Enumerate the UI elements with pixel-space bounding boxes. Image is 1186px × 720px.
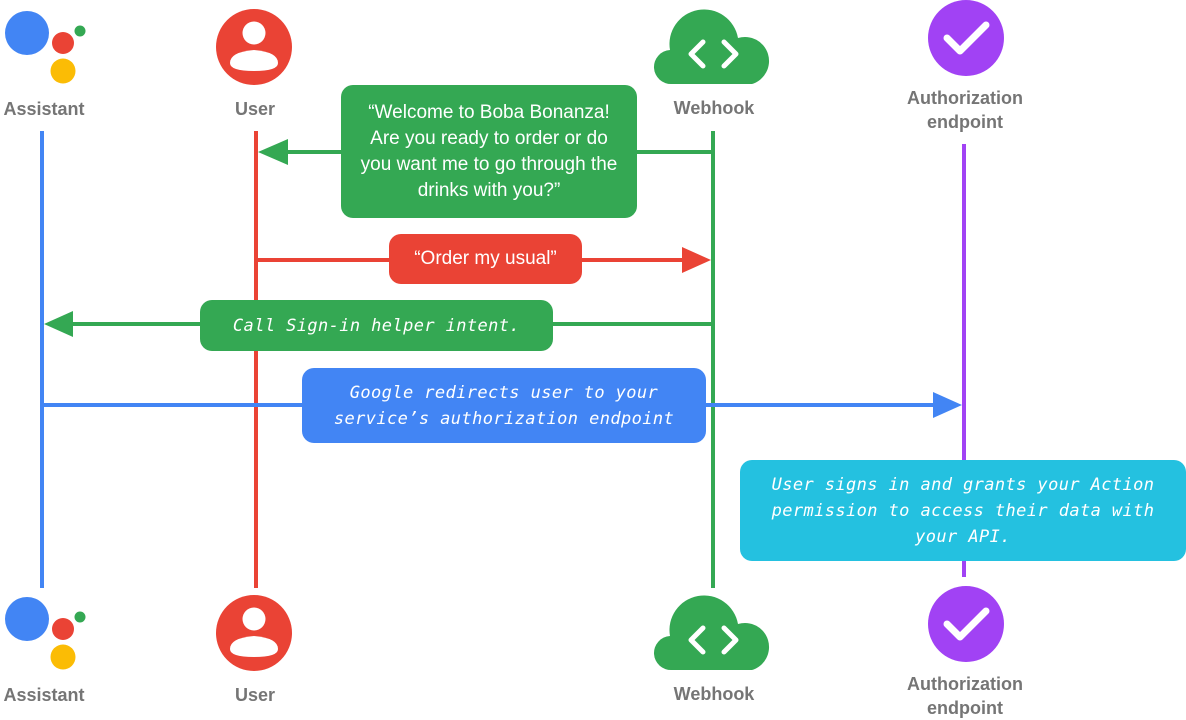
- auth-endpoint-label-line2: endpoint: [927, 112, 1003, 132]
- person-avatar-icon-bottom: [216, 595, 292, 671]
- grant-message-box: User signs in and grants your Action per…: [740, 460, 1186, 561]
- webhook-label: Webhook: [674, 98, 756, 118]
- webhook-label-bottom: Webhook: [674, 684, 756, 704]
- user-label: User: [235, 99, 275, 119]
- assistant-label: Assistant: [3, 99, 84, 119]
- redirect-message-box: Google redirects user to your service’s …: [302, 368, 706, 443]
- checkmark-circle-icon: [928, 0, 1004, 76]
- google-assistant-logo-icon: [5, 11, 86, 84]
- cloud-code-icon: [653, 9, 770, 85]
- auth-endpoint-label-bottom: Authorization: [907, 674, 1023, 694]
- order-message-box: “Order my usual”: [389, 234, 582, 284]
- google-assistant-logo-icon-bottom: [5, 597, 86, 670]
- signin-message-text: Call Sign-in helper intent.: [232, 315, 521, 336]
- grant-message-text: User signs in and grants your Action per…: [771, 474, 1155, 547]
- cloud-code-icon-bottom: [653, 595, 770, 671]
- person-avatar-icon: [216, 9, 292, 85]
- auth-endpoint-label-bottom-line2: endpoint: [927, 698, 1003, 718]
- order-message-text: “Order my usual”: [414, 248, 557, 269]
- welcome-message-text: “Welcome to Boba Bonanza! Are you ready …: [360, 101, 618, 201]
- redirect-message-text: Google redirects user to your service’s …: [333, 382, 675, 429]
- checkmark-circle-icon-bottom: [928, 586, 1004, 662]
- assistant-label-bottom: Assistant: [3, 685, 84, 705]
- auth-endpoint-label: Authorization: [907, 88, 1023, 108]
- welcome-message-box: “Welcome to Boba Bonanza! Are you ready …: [341, 85, 637, 218]
- user-label-bottom: User: [235, 685, 275, 705]
- signin-message-box: Call Sign-in helper intent.: [200, 300, 553, 351]
